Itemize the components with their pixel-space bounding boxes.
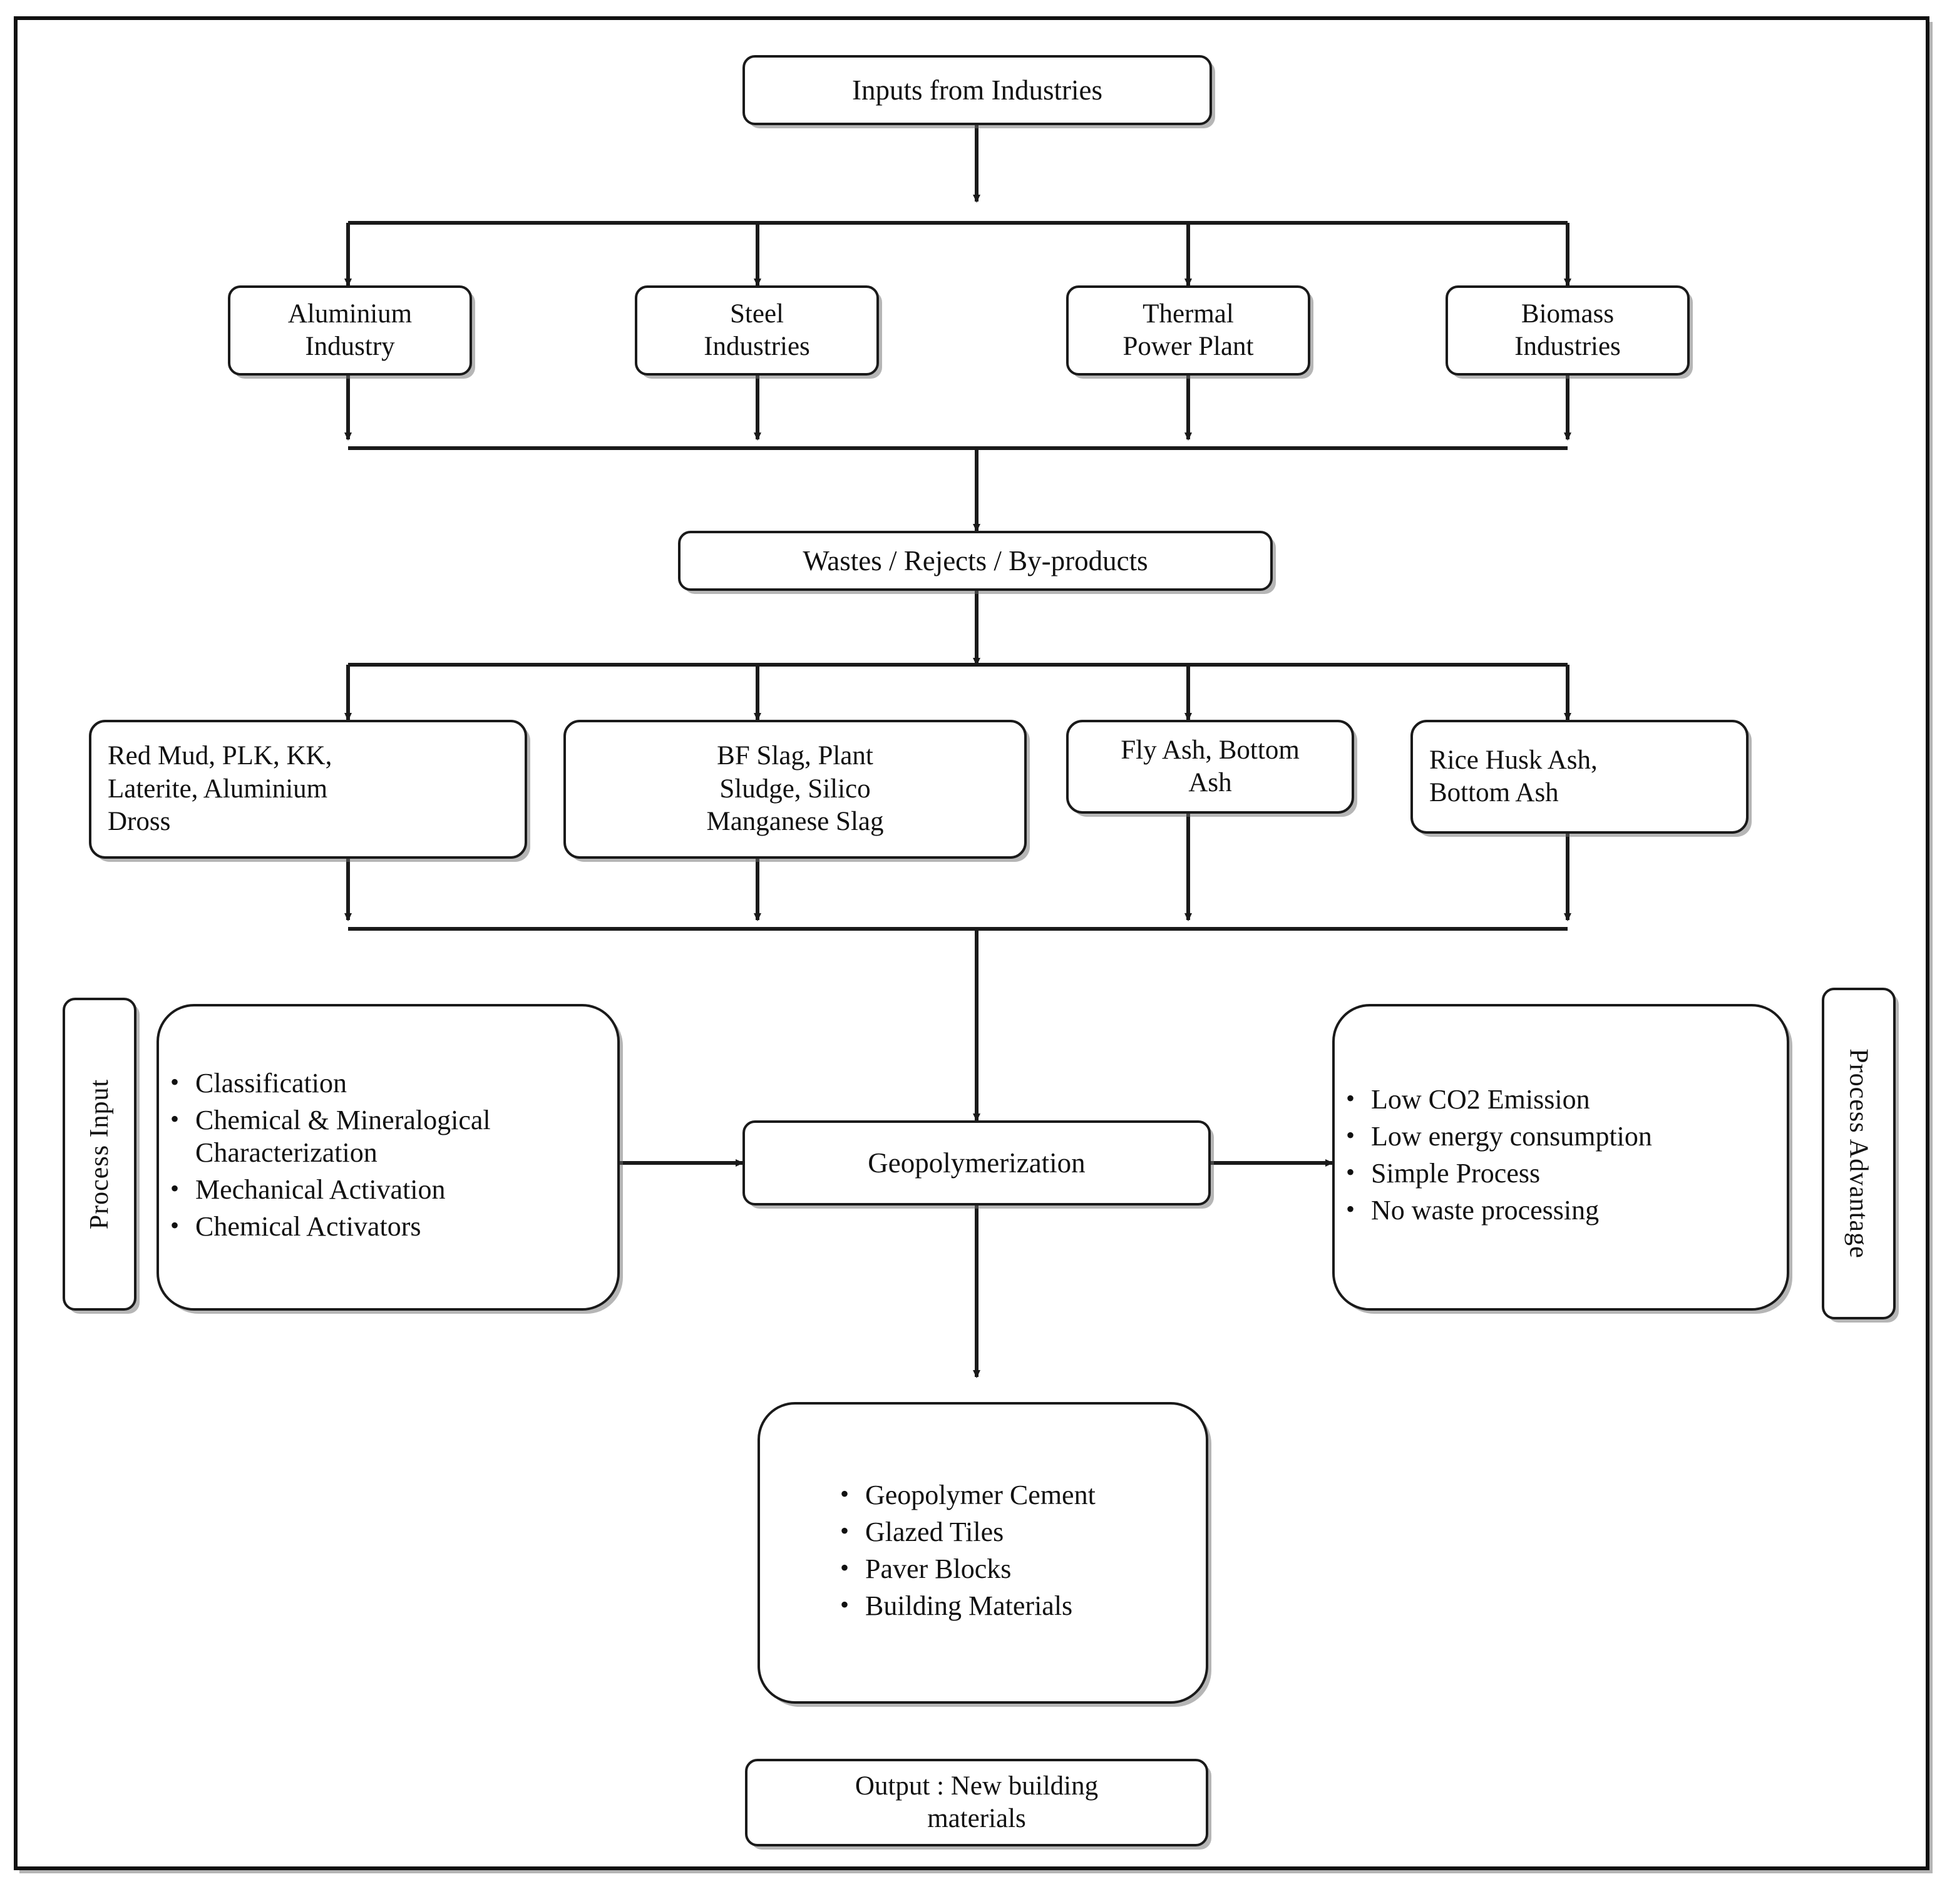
node-geopolymerization[interactable]: Geopolymerization <box>742 1120 1211 1205</box>
node-label: Inputs from Industries <box>852 74 1102 106</box>
process-input-list: Classification Chemical & Mineralogical … <box>159 1066 617 1247</box>
list-item: Mechanical Activation <box>159 1172 617 1206</box>
label-text: Process Advantage <box>1844 1048 1873 1259</box>
diagram-outer-frame <box>14 16 1929 1870</box>
products-list: Geopolymer Cement Glazed Tiles Paver Blo… <box>760 1478 1206 1627</box>
list-item: Building Materials <box>829 1589 1206 1622</box>
node-label: Wastes / Rejects / By-products <box>803 545 1148 576</box>
list-item: Low energy consumption <box>1335 1119 1787 1153</box>
list-item: Classification <box>159 1066 617 1100</box>
label-text: Process Input <box>85 1078 115 1230</box>
node-rice-husk-ash-group[interactable]: Rice Husk Ash,Bottom Ash <box>1410 720 1749 834</box>
node-label: Rice Husk Ash,Bottom Ash <box>1429 745 1598 807</box>
label-process-input: Process Input <box>63 998 136 1311</box>
label-process-advantage: Process Advantage <box>1822 988 1896 1319</box>
list-item: Glazed Tiles <box>829 1515 1206 1548</box>
process-advantage-list: Low CO2 Emission Low energy consumption … <box>1335 1082 1787 1231</box>
node-products-list[interactable]: Geopolymer Cement Glazed Tiles Paver Blo… <box>758 1402 1208 1704</box>
list-item: Geopolymer Cement <box>829 1478 1206 1512</box>
list-item: Chemical & Mineralogical Characterizatio… <box>159 1103 617 1169</box>
list-item: No waste processing <box>1335 1193 1787 1227</box>
list-item: Paver Blocks <box>829 1552 1206 1585</box>
node-process-input-list[interactable]: Classification Chemical & Mineralogical … <box>157 1004 620 1311</box>
list-item: Simple Process <box>1335 1156 1787 1190</box>
list-item: Chemical Activators <box>159 1209 617 1243</box>
node-inputs-from-industries[interactable]: Inputs from Industries <box>742 55 1212 125</box>
list-item: Low CO2 Emission <box>1335 1082 1787 1116</box>
node-wastes-rejects-byproducts[interactable]: Wastes / Rejects / By-products <box>678 531 1273 591</box>
node-label: Geopolymerization <box>868 1147 1086 1179</box>
node-process-advantage-list[interactable]: Low CO2 Emission Low energy consumption … <box>1332 1004 1789 1311</box>
